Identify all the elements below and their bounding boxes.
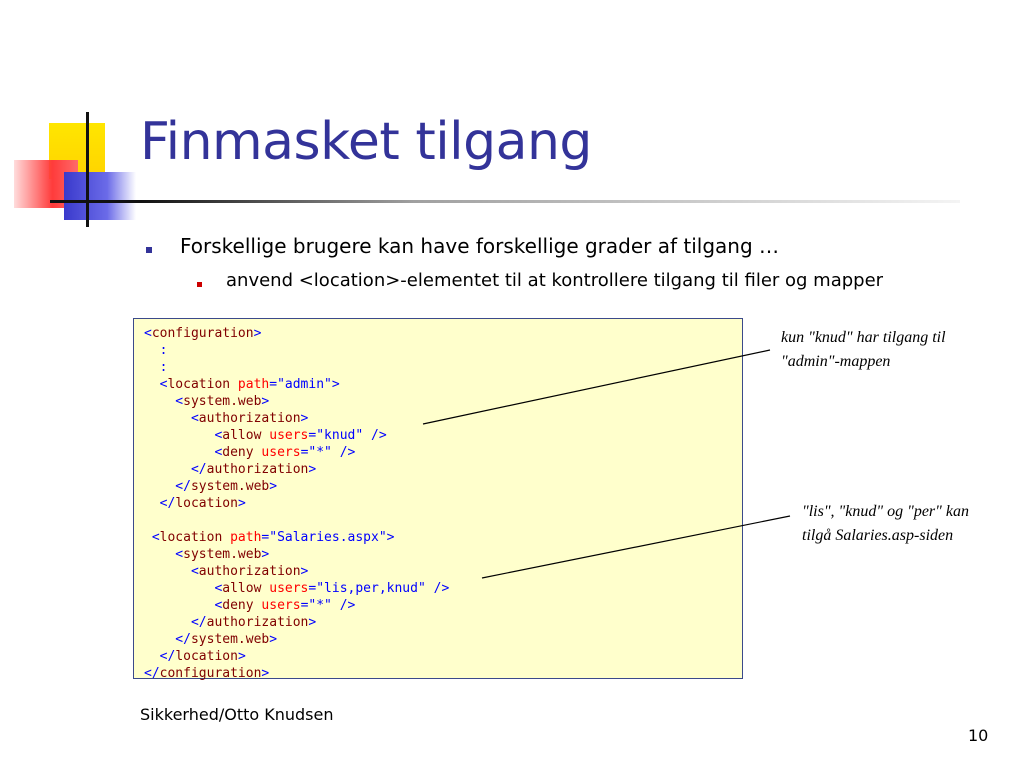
code-line: <system.web> bbox=[144, 547, 270, 562]
code-line: <allow users="lis,per,knud" /> bbox=[144, 581, 450, 596]
bullet-level1: Forskellige brugere kan have forskellige… bbox=[180, 234, 780, 258]
code-line: <configuration> bbox=[144, 326, 262, 341]
title-underline bbox=[50, 200, 960, 203]
code-blank-line bbox=[144, 512, 742, 529]
code-line: : bbox=[144, 343, 168, 358]
code-line: <authorization> bbox=[144, 411, 309, 426]
code-line: : bbox=[144, 360, 168, 375]
slide-footer: Sikkerhed/Otto Knudsen bbox=[140, 705, 334, 724]
code-line: </authorization> bbox=[144, 615, 317, 630]
slide-logo bbox=[0, 0, 140, 240]
sub-bullet-marker bbox=[197, 282, 202, 287]
code-line: </system.web> bbox=[144, 632, 278, 647]
code-line: </location> bbox=[144, 496, 246, 511]
logo-blue-square bbox=[64, 172, 136, 220]
code-line: <deny users="*" /> bbox=[144, 598, 356, 613]
slide-title: Finmasket tilgang bbox=[140, 112, 592, 172]
code-line: <system.web> bbox=[144, 394, 270, 409]
code-line: </system.web> bbox=[144, 479, 278, 494]
code-line: </location> bbox=[144, 649, 246, 664]
code-line: <authorization> bbox=[144, 564, 309, 579]
annotation-salaries-access: "lis", "knud" og "per" kan tilgå Salarie… bbox=[802, 503, 969, 544]
logo-vertical-line bbox=[86, 112, 89, 227]
code-line: <deny users="*" /> bbox=[144, 445, 356, 460]
annotation-admin-access: kun "knud" har tilgang til "admin"-mappe… bbox=[781, 329, 946, 370]
code-block: <configuration> : : <location path="admi… bbox=[133, 318, 743, 681]
code-line: </configuration> bbox=[144, 666, 270, 681]
code-line: <allow users="knud" /> bbox=[144, 428, 387, 443]
code-line: <location path="admin"> bbox=[144, 377, 340, 392]
code-line: </authorization> bbox=[144, 462, 317, 477]
bullet-level2: anvend <location>-elementet til at kontr… bbox=[226, 270, 884, 291]
code-line: <location path="Salaries.aspx"> bbox=[144, 530, 395, 545]
page-number: 10 bbox=[968, 726, 989, 745]
bullet-marker bbox=[146, 247, 152, 253]
